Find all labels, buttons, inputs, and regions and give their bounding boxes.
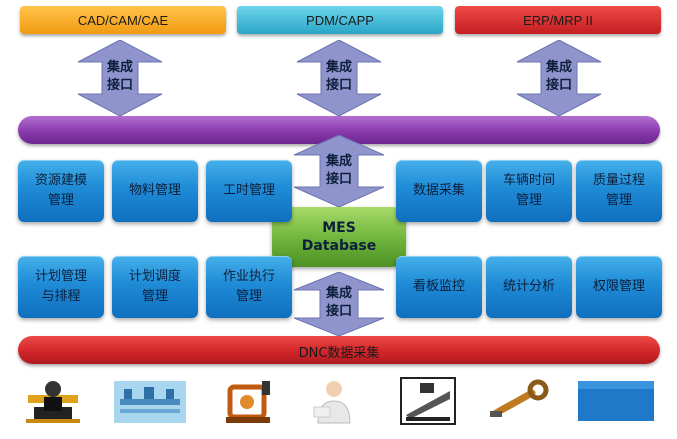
module-data-collection[interactable]: 数据采集 (396, 160, 482, 222)
mes-database-line1: MES (322, 220, 356, 236)
module-job-execution[interactable]: 作业执行 管理 (206, 256, 292, 318)
module-statistical-analysis[interactable]: 统计分析 (486, 256, 572, 318)
integration-interface-label: 集成 接口 (325, 154, 352, 187)
dnc-label: DNC数据采集 (298, 346, 380, 361)
module-plan-dispatch[interactable]: 计划调度 管理 (112, 256, 198, 318)
mes-arrow-upper: 集成 接口 (292, 134, 386, 208)
module-resource-modeling[interactable]: 资源建模 管理 (18, 160, 104, 222)
module-permission-management[interactable]: 权限管理 (576, 256, 662, 318)
integration-arrow-right: 集成 接口 (515, 39, 603, 117)
lathe-machine-icon (400, 377, 456, 425)
module-quality-process[interactable]: 质量过程 管理 (576, 160, 662, 222)
erp-mrp-label: ERP/MRP II (523, 12, 593, 28)
integration-arrow-middle: 集成 接口 (295, 39, 383, 117)
dnc-data-collection-band: DNC数据采集 (18, 336, 660, 364)
module-planning-scheduling[interactable]: 计划管理 与排程 (18, 256, 104, 318)
wrench-icon (488, 377, 552, 425)
integration-interface-label: 集成 接口 (325, 286, 352, 319)
factory-line-icon (114, 377, 186, 425)
pdm-capp-label: PDM/CAPP (306, 12, 374, 28)
machinist-icon (24, 377, 82, 425)
robot-arm-icon (222, 377, 274, 425)
mes-arrow-lower: 集成 接口 (292, 271, 386, 337)
blue-panel-icon (578, 377, 654, 425)
erp-mrp-system: ERP/MRP II (455, 6, 661, 34)
cad-cam-cae-label: CAD/CAM/CAE (77, 12, 169, 28)
cad-cam-cae-system: CAD/CAM/CAE (20, 6, 226, 34)
module-labor-hours[interactable]: 工时管理 (206, 160, 292, 222)
pdm-capp-system: PDM/CAPP (237, 6, 443, 34)
mes-database-line2: Database (301, 238, 377, 254)
integration-interface-label: 集成 接口 (545, 60, 572, 93)
integration-interface-label: 集成 接口 (106, 60, 133, 93)
engineer-icon (308, 377, 360, 425)
mes-database: MES Database (272, 207, 406, 267)
module-vehicle-time[interactable]: 车辆时间 管理 (486, 160, 572, 222)
integration-arrow-left: 集成 接口 (76, 39, 164, 117)
module-material-management[interactable]: 物料管理 (112, 160, 198, 222)
module-kanban-monitoring[interactable]: 看板监控 (396, 256, 482, 318)
integration-interface-label: 集成 接口 (325, 60, 352, 93)
